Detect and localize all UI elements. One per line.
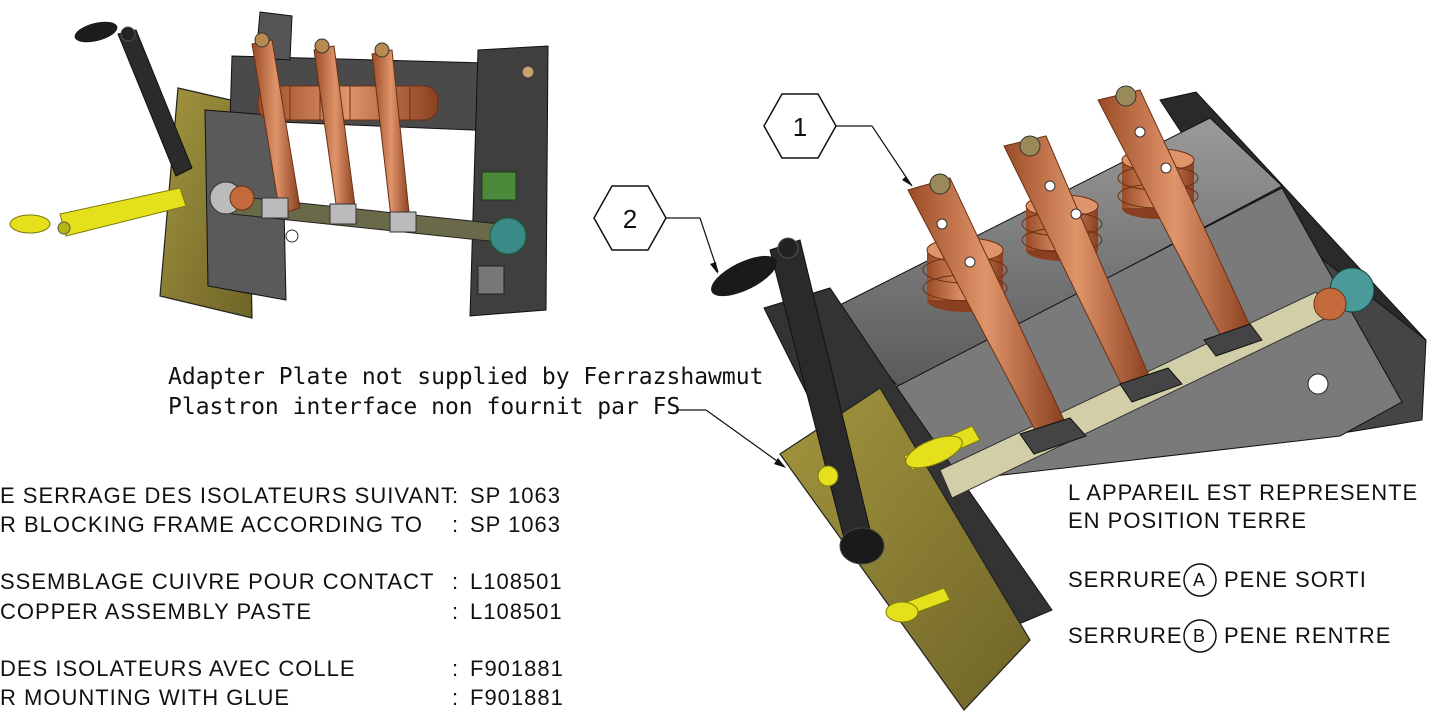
lock-a-letter: A [1193, 570, 1207, 590]
left-view [9, 11, 549, 319]
lock-b-prefix: SERRURE [1068, 623, 1183, 648]
lock-b-circle [1183, 619, 1217, 653]
balloon-2-label: 2 [623, 204, 637, 234]
left-insulators [257, 85, 439, 121]
balloon-2: 2 [593, 185, 719, 274]
annotation-line-1: Adapter Plate not supplied by Ferrazshaw… [168, 364, 764, 390]
annotation-line-2: Plastron interface non fournit par FS [168, 394, 681, 420]
balloon-1: 1 [763, 93, 913, 187]
lock-b-suffix: PENE RENTRE [1224, 623, 1392, 648]
status-line-1: L APPAREIL EST REPRESENTE [1068, 480, 1419, 505]
adapter-leader [676, 409, 786, 468]
status-line-2: EN POSITION TERRE [1068, 508, 1308, 533]
lock-b-letter: B [1193, 626, 1207, 646]
left-crank-knob [74, 21, 118, 43]
balloon-1-label: 1 [793, 112, 807, 142]
lock-a-circle [1183, 563, 1217, 597]
lock-a-suffix: PENE SORTI [1224, 567, 1367, 592]
lock-a-prefix: SERRURE [1068, 567, 1183, 592]
right-view [711, 85, 1427, 711]
right-yellow-handles [817, 425, 981, 623]
left-coupling [489, 217, 527, 255]
right-crank-knob [711, 255, 777, 297]
